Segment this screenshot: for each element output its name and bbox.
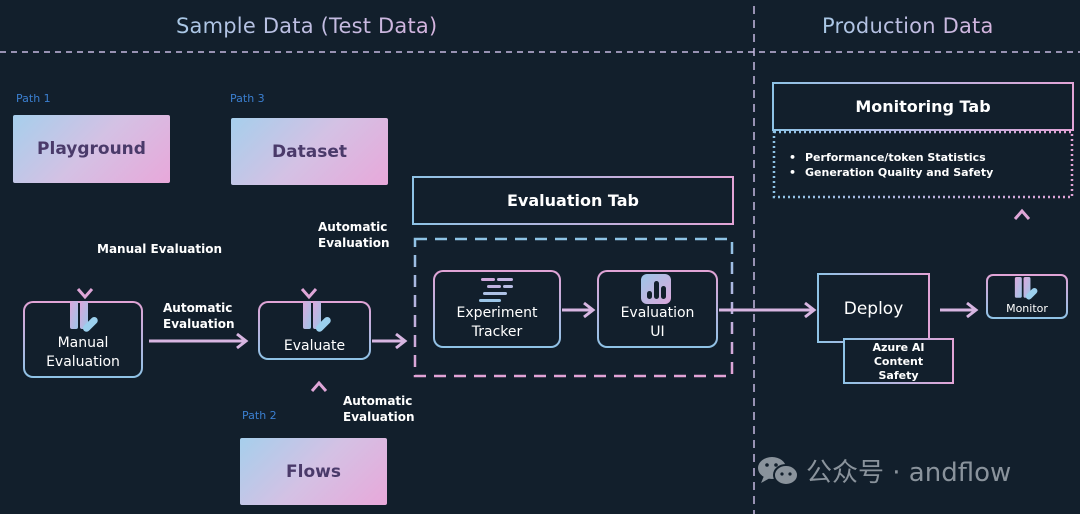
wechat-icon <box>758 456 799 486</box>
deploy-node: Deploy <box>817 273 930 343</box>
auto-eval-line2: Evaluation <box>318 236 390 250</box>
arrowhead <box>300 288 318 300</box>
section-title-sample: Sample Data (Test Data) <box>176 14 438 38</box>
arrowhead <box>310 380 328 392</box>
experiment-tracker-node: Experiment Tracker <box>433 270 561 348</box>
evaluation-ui-line2: UI <box>650 324 665 340</box>
arrowhead <box>395 332 408 350</box>
playground-label: Playground <box>37 139 146 159</box>
auto-eval-label-manual: Automatic Evaluation <box>163 300 235 332</box>
manual-evaluation-flow-label: Manual Evaluation <box>97 242 223 256</box>
auto-eval-line1: Automatic <box>343 394 413 408</box>
arrowhead <box>583 301 596 319</box>
clipboard-pencil-icon <box>70 301 98 332</box>
monitoring-bullets: Performance/token Statistics Generation … <box>789 150 993 180</box>
flows-label: Flows <box>286 461 341 482</box>
experiment-tracker-line2: Tracker <box>471 324 523 340</box>
azure-content-safety-box: Azure AI Content Safety <box>843 338 954 384</box>
monitoring-bullet: Generation Quality and Safety <box>789 165 993 180</box>
evaluation-tab-header: Evaluation Tab <box>412 176 734 225</box>
auto-eval-line2: Evaluation <box>163 317 235 331</box>
playground-box: Playground <box>13 115 170 183</box>
evaluation-ui-line1: Evaluation <box>620 305 695 321</box>
experiment-tracker-line1: Experiment <box>456 305 538 321</box>
flows-box: Flows <box>240 438 387 505</box>
auto-eval-label-dataset: Automatic Evaluation <box>318 219 390 251</box>
manual-evaluation-line2: Evaluation <box>46 354 120 370</box>
content-safety-line3: Safety <box>878 369 919 382</box>
content-safety-line2: Content <box>873 355 924 368</box>
dataset-label: Dataset <box>272 141 347 162</box>
auto-eval-line1: Automatic <box>163 301 233 315</box>
manual-evaluation-node: Manual Evaluation <box>23 301 143 378</box>
monitoring-tab-label: Monitoring Tab <box>855 97 991 116</box>
section-title-production: Production Data <box>822 14 994 38</box>
path-2-label: Path 2 <box>242 409 277 422</box>
watermark: 公众号 · andflow <box>756 452 1011 489</box>
arrowhead <box>966 301 979 319</box>
deploy-label: Deploy <box>843 299 904 319</box>
evaluation-tab-label: Evaluation Tab <box>506 191 639 210</box>
evaluate-label: Evaluate <box>283 338 346 354</box>
monitoring-tab-header: Monitoring Tab <box>772 82 1074 131</box>
arrowhead <box>76 288 94 300</box>
monitor-node: Monitor <box>986 274 1068 319</box>
watermark-text: 公众号 · andflow <box>806 458 1012 488</box>
monitoring-bullet: Performance/token Statistics <box>789 150 993 165</box>
arrowhead <box>236 332 249 350</box>
content-safety-line1: Azure AI <box>872 341 925 354</box>
path-1-label: Path 1 <box>16 92 51 105</box>
evaluate-node: Evaluate <box>258 301 371 360</box>
arrowhead <box>804 301 817 319</box>
manual-evaluation-line1: Manual <box>57 335 109 351</box>
clipboard-pencil-icon <box>303 301 331 332</box>
monitor-label: Monitor <box>1006 302 1048 315</box>
auto-eval-line1: Automatic <box>318 220 388 234</box>
bar-chart-icon <box>641 274 671 304</box>
list-lines-icon <box>479 278 513 302</box>
auto-eval-label-flows: Automatic Evaluation <box>343 393 415 425</box>
auto-eval-line2: Evaluation <box>343 410 415 424</box>
dataset-box: Dataset <box>231 118 388 185</box>
path-3-label: Path 3 <box>230 92 265 105</box>
clipboard-pencil-icon <box>1014 277 1038 300</box>
arrowhead <box>1013 208 1031 220</box>
evaluation-ui-node: Evaluation UI <box>597 270 718 348</box>
